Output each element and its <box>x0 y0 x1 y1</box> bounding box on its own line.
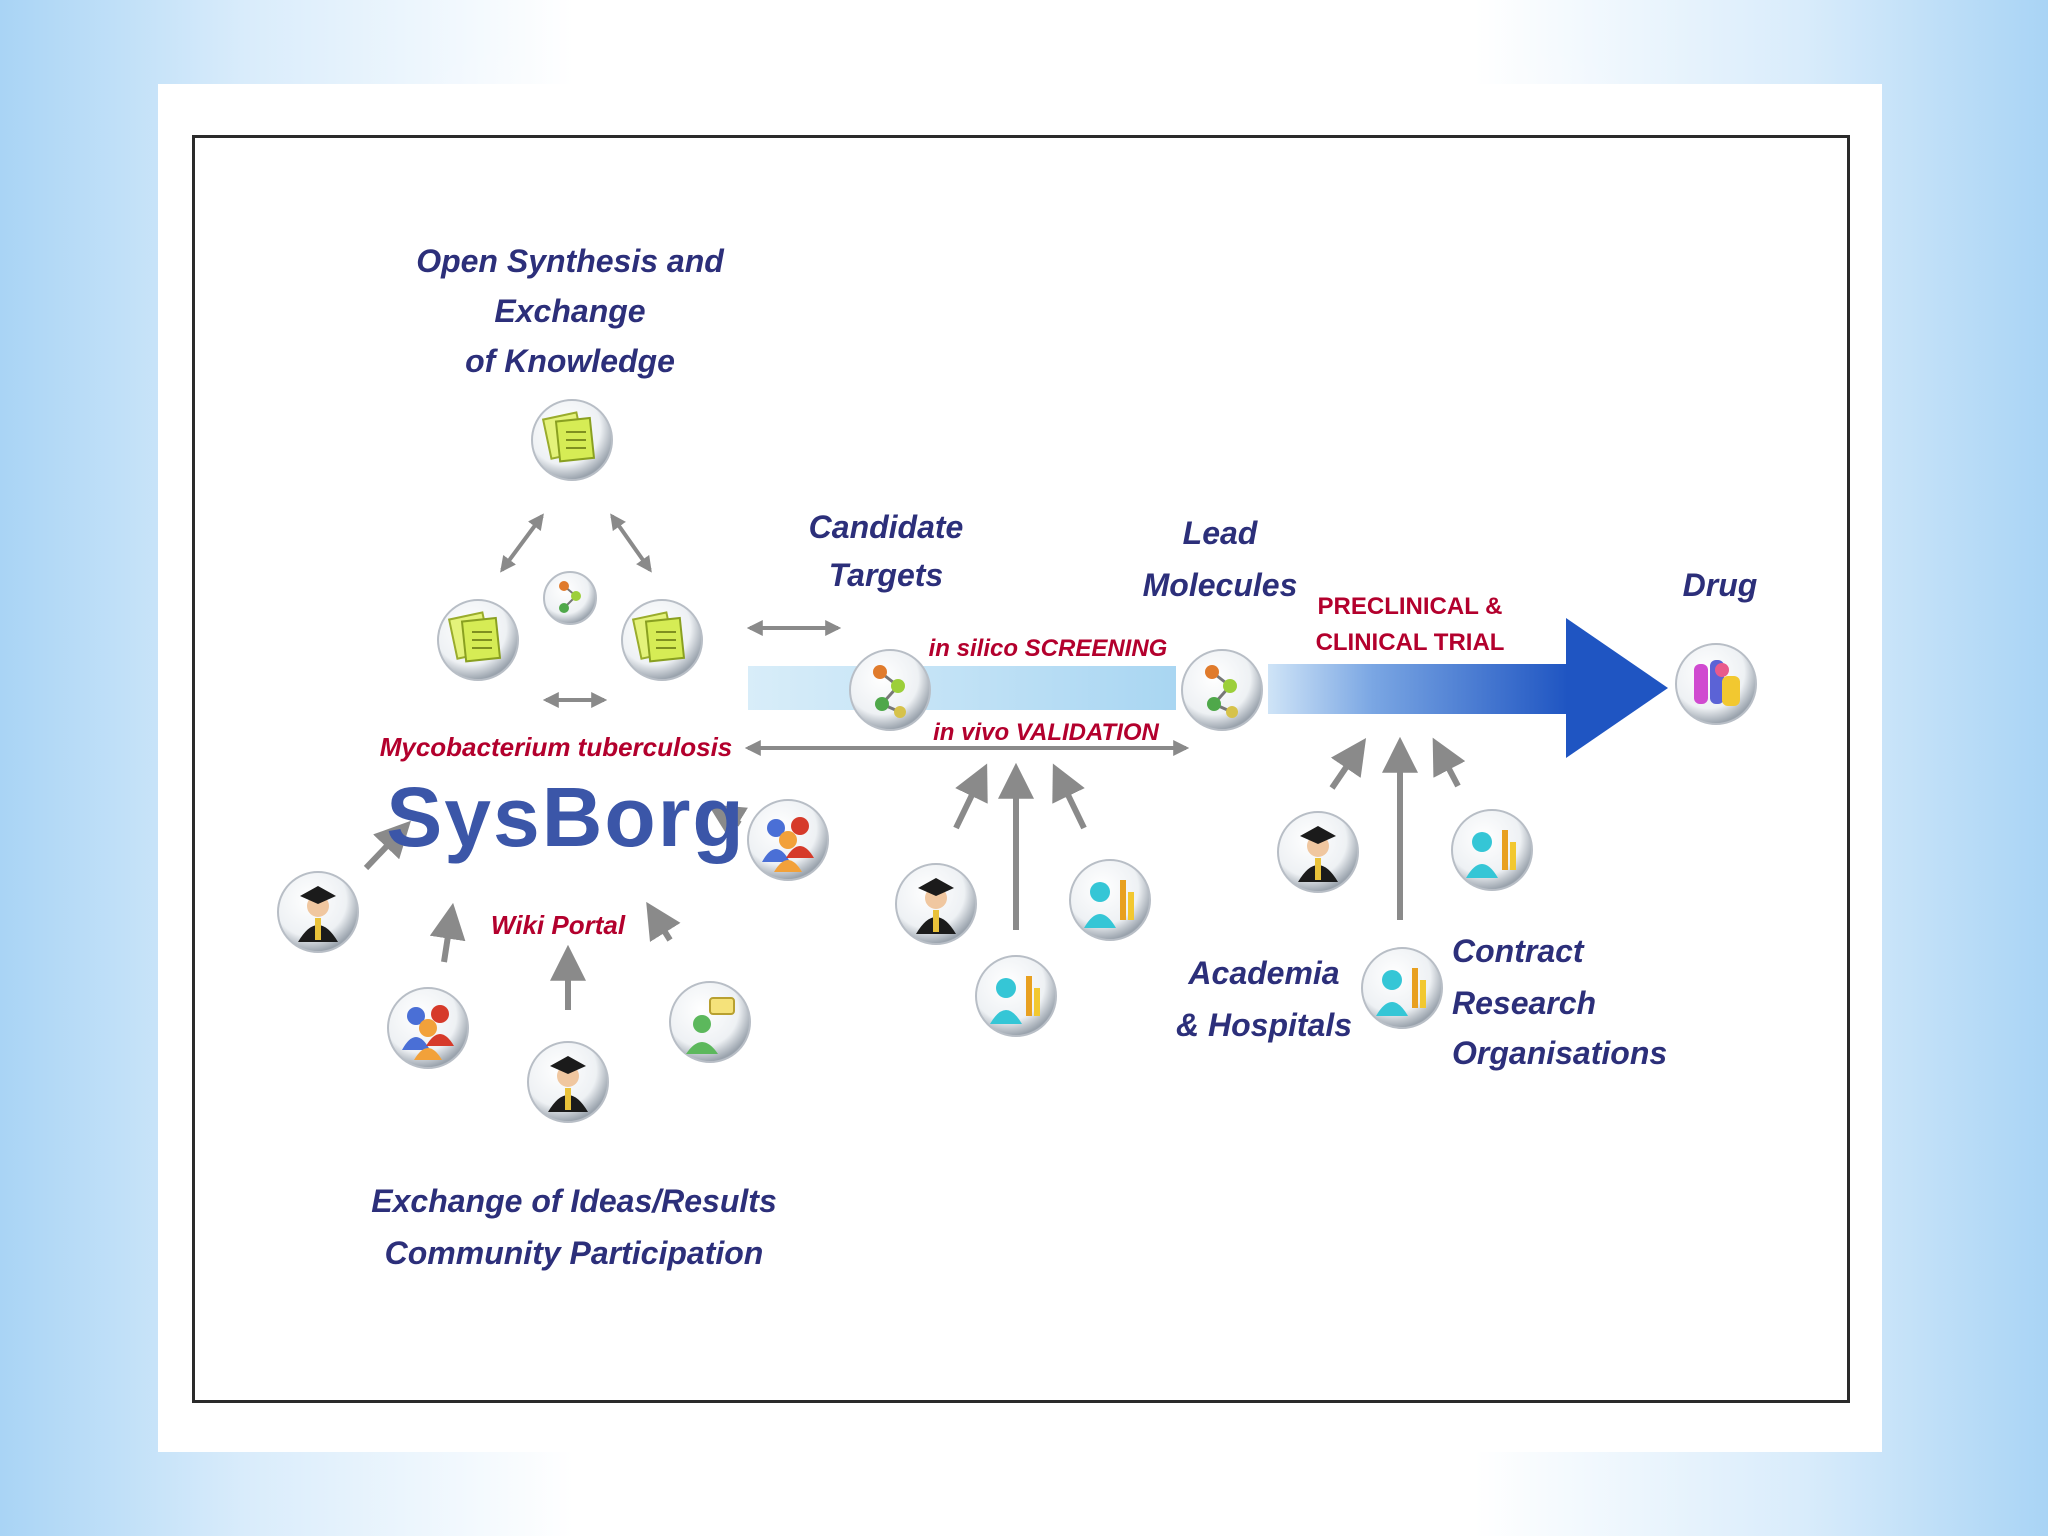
svg-text:Exchange: Exchange <box>494 293 645 329</box>
group-icon <box>387 987 469 1069</box>
screen-arrow-3 <box>1052 763 1087 830</box>
document-stack-icon <box>437 599 519 681</box>
graduate-icon <box>527 1041 609 1123</box>
graduate-icon <box>1277 811 1359 893</box>
in-silico-label: in silico SCREENING <box>929 635 1168 662</box>
triangle-arrow-right <box>610 513 652 573</box>
group-icon <box>747 799 829 881</box>
in-vivo-label: in vivo VALIDATION <box>933 719 1159 746</box>
preclinical-label: PRECLINICAL & CLINICAL TRIAL <box>1316 593 1505 656</box>
triangle-arrow-left <box>500 513 544 573</box>
svg-text:& Hospitals: & Hospitals <box>1176 1007 1352 1043</box>
molecule-icon <box>1181 649 1263 731</box>
svg-text:CLINICAL TRIAL: CLINICAL TRIAL <box>1316 629 1505 656</box>
contrib-arrow-5 <box>707 804 748 839</box>
graduate-icon <box>895 863 977 945</box>
wiki-portal-label: Wiki Portal <box>491 910 626 940</box>
contrib-arrow-1 <box>363 820 411 871</box>
svg-text:Candidate: Candidate <box>809 509 964 545</box>
trial-arrow-3 <box>1432 737 1466 788</box>
screen-arrow-1 <box>953 763 988 830</box>
pills-icon <box>1675 643 1757 725</box>
chat-icon <box>669 981 751 1063</box>
svg-text:Contract: Contract <box>1452 933 1585 969</box>
svg-text:Molecules: Molecules <box>1143 567 1298 603</box>
molecule-icon <box>849 649 931 731</box>
scientist-icon <box>1451 809 1533 891</box>
svg-text:of Knowledge: of Knowledge <box>465 343 675 379</box>
scientist-icon <box>975 955 1057 1037</box>
document-stack-icon <box>531 399 613 481</box>
contrib-arrow-4 <box>646 901 681 942</box>
scientist-icon <box>1361 947 1443 1029</box>
document-stack-icon <box>621 599 703 681</box>
pipeline-arrow <box>1268 618 1668 758</box>
screening-band <box>748 666 1176 710</box>
molecule-icon <box>543 571 597 625</box>
candidate-targets-label: Candidate Targets <box>809 509 964 593</box>
svg-text:Research: Research <box>1452 985 1596 1021</box>
svg-text:Targets: Targets <box>829 557 943 593</box>
contract-label: Contract Research Organisations <box>1452 933 1667 1071</box>
academia-label: Academia & Hospitals <box>1176 955 1352 1043</box>
graduate-icon <box>277 871 359 953</box>
svg-text:Academia: Academia <box>1187 955 1339 991</box>
svg-text:Exchange of Ideas/Results: Exchange of Ideas/Results <box>371 1183 776 1219</box>
svg-text:Organisations: Organisations <box>1452 1035 1667 1071</box>
svg-text:PRECLINICAL &: PRECLINICAL & <box>1318 593 1503 620</box>
svg-text:Lead: Lead <box>1183 515 1259 551</box>
contrib-arrow-2 <box>429 902 466 963</box>
sysborg-logo: SysBorg <box>386 770 745 864</box>
scientist-icon <box>1069 859 1151 941</box>
svg-text:Community Participation: Community Participation <box>385 1235 764 1271</box>
drug-label: Drug <box>1683 567 1758 603</box>
lead-molecules-label: Lead Molecules <box>1143 515 1298 603</box>
exchange-ideas-label: Exchange of Ideas/Results Community Part… <box>371 1183 776 1271</box>
trial-arrow-1 <box>1329 738 1367 790</box>
svg-text:Open Synthesis and: Open Synthesis and <box>416 243 725 279</box>
open-synthesis-label: Open Synthesis and Exchange of Knowledge <box>416 243 725 379</box>
mycobacterium-label: Mycobacterium tuberculosis <box>380 732 733 762</box>
